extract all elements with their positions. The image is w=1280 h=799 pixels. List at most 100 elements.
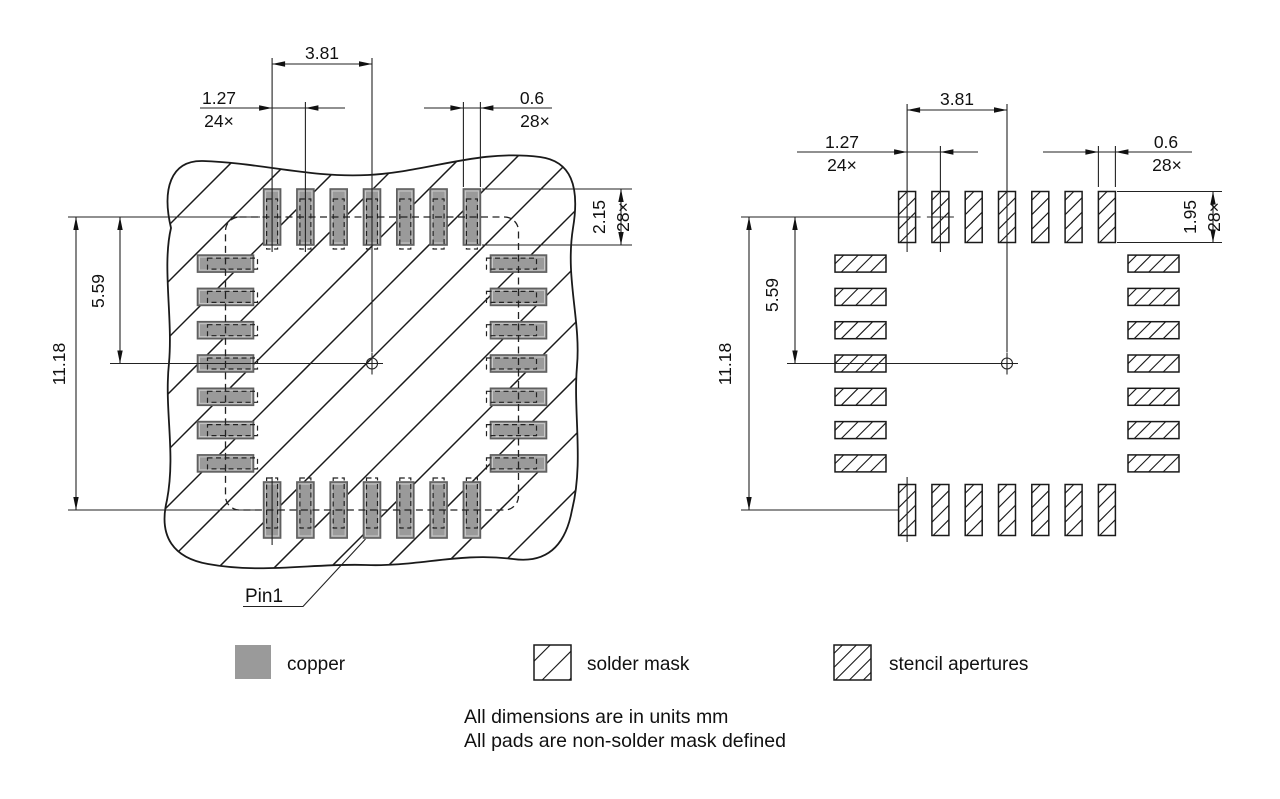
hatch-line	[1064, 197, 1083, 216]
hatch-line	[834, 288, 845, 298]
copper-pad-highlight	[199, 323, 252, 338]
lead-outline	[266, 477, 279, 529]
hatch-line	[840, 321, 859, 340]
hatch-line	[931, 484, 941, 494]
dim-center-offset-label: 5.59	[762, 278, 782, 312]
hatch-line	[998, 484, 1008, 494]
hatch-line	[541, 650, 572, 681]
hatch-line	[1162, 422, 1180, 439]
hatch-line	[964, 504, 983, 523]
dim-pitch-label: 1.27	[202, 88, 236, 108]
hatch-line	[863, 672, 872, 681]
note-mask-defined: All pads are non-solder mask defined	[464, 730, 786, 752]
hatch-line	[869, 455, 887, 473]
pin1-leader	[243, 538, 366, 608]
hatch-line	[1031, 504, 1050, 523]
dimension-arrow	[117, 350, 123, 364]
dim-overall-label: 11.18	[715, 343, 735, 386]
lead-outline	[206, 390, 259, 403]
hatch-line	[899, 226, 916, 243]
note-units: All dimensions are in units mm	[464, 706, 728, 728]
dim-aperture-width-count-label: 28×	[1152, 155, 1182, 175]
hatch-line	[1032, 226, 1050, 243]
dim-aperture-width-label: 0.6	[1154, 132, 1178, 152]
dim-pad-width-label: 0.6	[520, 88, 544, 108]
mask-hatch-line	[164, 155, 265, 255]
hatch-line	[834, 387, 845, 398]
dimension-arrow	[450, 105, 464, 111]
hatch-line	[932, 226, 950, 243]
hatch-line	[833, 644, 857, 668]
legend-solder-mask: solder mask	[533, 644, 690, 681]
hatch-line	[998, 490, 1016, 509]
hatch-line	[1064, 490, 1083, 509]
hatch-line	[1064, 484, 1075, 494]
hatch-line	[1162, 255, 1180, 273]
copper-pad-highlight	[365, 483, 379, 537]
hatch-line	[840, 254, 859, 273]
hatch-line	[931, 490, 950, 509]
hatch-line	[1127, 454, 1138, 464]
legend-solder-mask-label: solder mask	[587, 654, 690, 675]
copper-pad-highlight	[492, 389, 545, 404]
dimension-arrow	[940, 149, 954, 155]
hatch-line	[1162, 289, 1180, 306]
lead-outline	[266, 198, 279, 250]
dimension-arrow	[480, 105, 494, 111]
dim-aperture-length-count-label: 28×	[1204, 202, 1224, 232]
hatch-line	[840, 288, 859, 306]
hatch-line	[1098, 504, 1116, 523]
lead-outline	[206, 457, 259, 470]
lead-outline	[485, 390, 538, 403]
solder-mask-region-outline	[163, 154, 579, 570]
hatch-line	[1127, 421, 1138, 431]
hatch-line	[834, 454, 845, 464]
dim-pitch-count-label: 24×	[827, 155, 857, 175]
lead-outline	[432, 198, 445, 250]
legend-solder-mask-swatch	[533, 644, 572, 681]
lead-outline	[399, 198, 412, 250]
hatch-line	[932, 519, 950, 536]
hatch-line	[869, 322, 887, 340]
hatch-line	[1162, 455, 1180, 473]
hatch-line	[1064, 504, 1083, 523]
dim-span-label: 3.81	[940, 89, 974, 109]
hatch-line	[1148, 421, 1167, 439]
dim-pad-width-count-label: 28×	[520, 111, 550, 131]
hatch-line	[898, 191, 908, 201]
hatch-line	[849, 658, 872, 681]
hatch-line	[1098, 484, 1108, 494]
hatch-line	[834, 254, 845, 265]
dimension-arrow	[73, 217, 79, 230]
mask-hatch-line	[307, 287, 578, 569]
hatch-line	[869, 422, 887, 439]
hatch-line	[1098, 490, 1116, 509]
legend-stencil-label: stencil apertures	[889, 654, 1028, 675]
hatch-line	[964, 197, 983, 216]
hatch-line	[1099, 226, 1116, 243]
lead-outline	[485, 290, 538, 303]
dim-pad-length-count-label: 28×	[613, 202, 633, 232]
component-leads	[206, 198, 538, 529]
dimension-arrow	[73, 497, 79, 510]
hatch-line	[834, 421, 845, 431]
hatch-line	[999, 226, 1016, 243]
hatch-line	[1065, 226, 1083, 243]
hatch-line	[1133, 454, 1152, 473]
hatch-line	[998, 191, 1008, 201]
copper-pad-highlight	[464, 190, 479, 244]
copper-pad-highlight	[331, 483, 346, 537]
dimension-arrow	[1115, 149, 1129, 155]
lead-outline	[365, 477, 379, 529]
hatch-line	[869, 355, 887, 373]
dimension-arrow	[117, 217, 123, 230]
lead-outline	[206, 424, 259, 437]
hatch-line	[1031, 484, 1041, 494]
dim-overall-label: 11.18	[49, 343, 69, 386]
hatch-line	[1127, 387, 1138, 398]
lead-outline	[332, 198, 345, 250]
